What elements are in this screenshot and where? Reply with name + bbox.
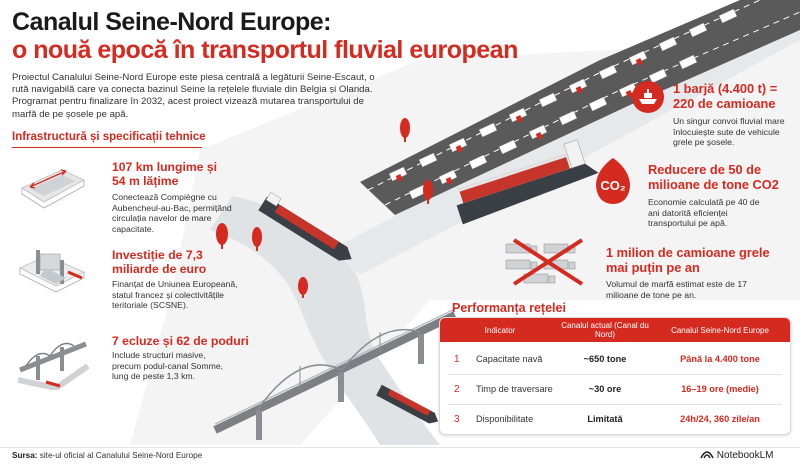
row-current-value: ~30 ore bbox=[588, 384, 622, 394]
row-indicator: Capacitate navă bbox=[476, 354, 543, 364]
row-new-value: Până la 4.400 tone bbox=[680, 354, 760, 364]
barge-equivalence-title: 1 barjă (4.400 t) = 220 de camioane bbox=[673, 81, 778, 111]
row-current-value: Limitată bbox=[587, 414, 623, 424]
intro-paragraph: Proiectul Canalului Seine-Nord Europe es… bbox=[12, 72, 375, 120]
performance-table: Indicator Canalul actual (Canal du Nord)… bbox=[439, 317, 791, 435]
brand-mark: NotebookLM bbox=[700, 449, 773, 461]
locks-bridges-title: 7 ecluze și 62 de poduri bbox=[112, 334, 249, 348]
header-indicator: Indicator bbox=[484, 326, 516, 335]
trucks-reduction-text: Volumul de marfă estimat este de 17 mili… bbox=[606, 279, 748, 300]
heading-underline bbox=[12, 147, 202, 148]
canal-length-title: 107 km lungime și 54 m lățime bbox=[112, 160, 217, 188]
small-barge bbox=[376, 384, 439, 424]
brand-label: NotebookLM bbox=[716, 450, 774, 461]
row-indicator: Disponibilitate bbox=[476, 414, 534, 424]
co2-reduction-text: Economie calculată pe 40 de ani datorită… bbox=[648, 197, 760, 229]
row-number: 2 bbox=[454, 384, 460, 395]
co2-leaf-icon: CO₂ bbox=[596, 158, 630, 204]
row-number: 1 bbox=[454, 354, 460, 365]
canal-water bbox=[210, 196, 440, 445]
canal-length-text: Conectează Compiègne cu Aubencheul-au-Ba… bbox=[112, 192, 232, 234]
bridge-icon bbox=[17, 341, 90, 390]
river-barge bbox=[258, 191, 352, 261]
source-note: Sursa: site-ul oficial al Canalului Sein… bbox=[12, 451, 202, 460]
row-current-value: ~650 tone bbox=[583, 354, 627, 364]
row-divider bbox=[448, 374, 782, 375]
container-barge bbox=[456, 139, 599, 225]
table-row: 1 Capacitate navă ~650 tone Până la 4.40… bbox=[440, 344, 790, 374]
footer-divider bbox=[0, 447, 800, 448]
row-number: 3 bbox=[454, 414, 460, 425]
infrastructure-heading: Infrastructură și specificații tehnice bbox=[12, 131, 206, 143]
table-header: Indicator Canalul actual (Canal du Nord)… bbox=[440, 318, 790, 342]
lock-gate-icon bbox=[19, 250, 85, 293]
locks-bridges-text: Include structuri masive, precum podul-c… bbox=[112, 350, 224, 382]
source-label: Sursa: bbox=[12, 451, 38, 460]
row-new-value: 16–19 ore (medie) bbox=[681, 384, 759, 394]
trucks-on-highway bbox=[388, 8, 738, 200]
row-indicator: Timp de traversare bbox=[476, 384, 553, 394]
row-divider bbox=[448, 404, 782, 405]
svg-text:CO₂: CO₂ bbox=[600, 178, 626, 193]
page-title: Canalul Seine-Nord Europe: bbox=[12, 8, 331, 36]
source-text: site-ul oficial al Canalului Seine-Nord … bbox=[39, 451, 203, 460]
page-subtitle: o nouă epocă în transportul fluvial euro… bbox=[12, 36, 518, 64]
investment-text: Finanțat de Uniunea Europeană, statul fr… bbox=[112, 279, 238, 311]
canal-length-icon bbox=[21, 169, 85, 209]
table-row: 2 Timp de traversare ~30 ore 16–19 ore (… bbox=[440, 374, 790, 404]
crossed-trucks-icon bbox=[505, 238, 584, 286]
investment-title: Investiție de 7,3 miliarde de euro bbox=[112, 248, 207, 276]
barge-equivalence-text: Un singur convoi fluvial mare înlocuieșt… bbox=[673, 116, 785, 148]
header-current-canal: Canalul actual (Canal du Nord) bbox=[561, 321, 649, 339]
canal-bridge bbox=[213, 308, 457, 440]
trucks-reduction-title: 1 milion de camioane grele mai puțin pe … bbox=[606, 245, 770, 275]
row-new-value: 24h/24, 360 zile/an bbox=[680, 414, 760, 424]
performance-heading: Performanța rețelei bbox=[452, 301, 566, 315]
red-trees bbox=[216, 118, 433, 298]
notebooklm-logo-icon bbox=[700, 451, 714, 459]
header-new-canal: Canalul Seine-Nord Europe bbox=[671, 326, 769, 335]
co2-reduction-title: Reducere de 50 de milioane de tone CO2 bbox=[648, 162, 779, 192]
barge-icon bbox=[632, 81, 664, 113]
table-row: 3 Disponibilitate Limitată 24h/24, 360 z… bbox=[440, 404, 790, 434]
